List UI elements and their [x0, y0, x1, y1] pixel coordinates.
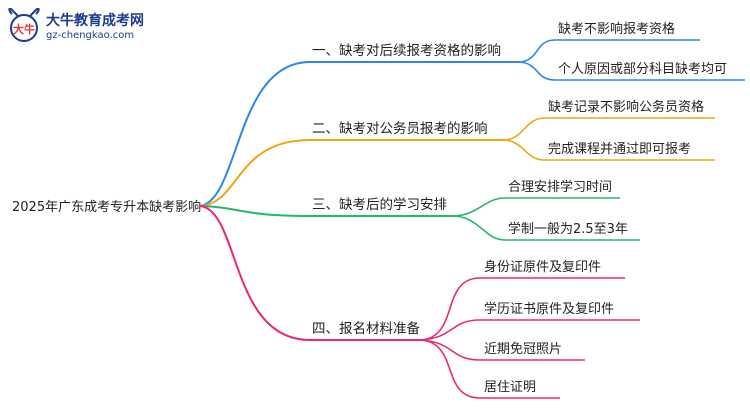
logo-title: 大牛教育成考网	[46, 13, 144, 29]
logo-url: gz-chengkao.com	[46, 30, 135, 41]
leaf-2-2-connector	[504, 139, 715, 161]
leaf-4-1-connector	[419, 277, 625, 341]
leaf-4-2-label: 学历证书原件及复印件	[484, 301, 614, 317]
leaf-3-1-connector	[454, 197, 620, 217]
leaf-4-4-connector	[419, 339, 560, 399]
branch-2-label: 二、缺考对公务员报考的影响	[312, 121, 488, 137]
leaf-1-1-connector	[519, 39, 700, 63]
leaf-1-2-label: 个人原因或部分科目缺考均可	[558, 62, 727, 77]
leaf-2-1-connector	[504, 117, 715, 141]
leaf-4-4-label: 居住证明	[484, 380, 536, 395]
branch-3-label: 三、缺考后的学习安排	[312, 197, 447, 213]
leaf-3-2-connector	[454, 215, 640, 241]
leaf-4-2-connector	[419, 319, 640, 341]
branch-2-connector	[199, 139, 505, 207]
leaf-1-2-connector	[519, 61, 745, 81]
leaf-1-1-label: 缺考不影响报考资格	[558, 21, 675, 37]
leaf-4-3-label: 近期免冠照片	[484, 342, 562, 357]
logo-mark-text: 大牛	[13, 22, 35, 36]
branch-1-label: 一、缺考对后续报考资格的影响	[312, 43, 501, 59]
branch-4-label: 四、报名材料准备	[312, 320, 420, 337]
leaf-4-1-label: 身份证原件及复印件	[484, 259, 601, 275]
leaf-2-2-label: 完成课程并通过即可报考	[548, 142, 691, 157]
leaf-3-2-label: 学制一般为2.5至3年	[508, 221, 628, 237]
branch-3-connector	[199, 205, 455, 217]
root-node-label: 2025年广东成考专升本缺考影响	[12, 199, 201, 215]
site-logo[interactable]: 大牛 大牛教育成考网 gz-chengkao.com	[6, 8, 176, 52]
bull-logo-icon: 大牛	[8, 8, 40, 42]
leaf-2-1-label: 缺考记录不影响公务员资格	[548, 99, 704, 115]
leaf-3-1-label: 合理安排学习时间	[508, 179, 612, 195]
leaf-4-3-connector	[419, 339, 585, 361]
branch-1-connector	[199, 61, 520, 207]
branch-4-connector	[199, 205, 420, 341]
